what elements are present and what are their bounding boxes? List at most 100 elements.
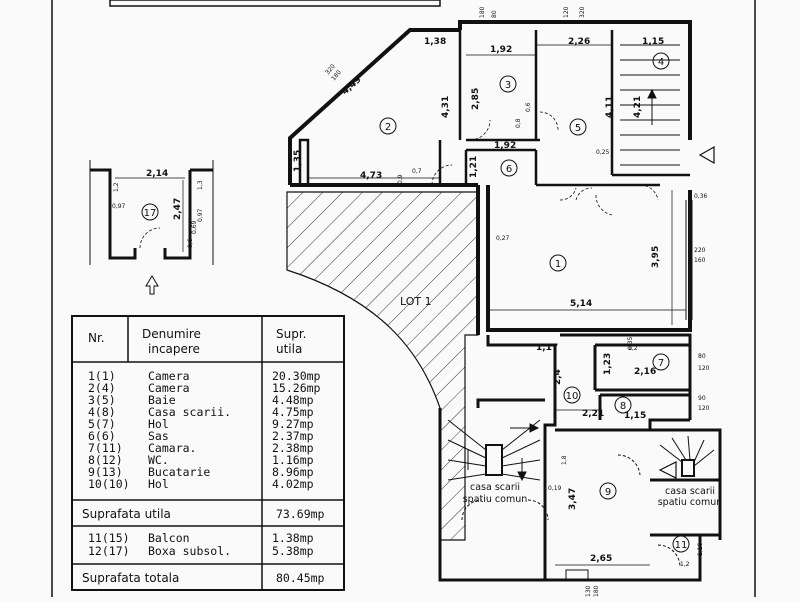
- interior-walls: [298, 30, 690, 187]
- boxa-dim-0-97-a: 0,97: [112, 203, 126, 210]
- left-stair-label-line2: spatiu comun: [463, 494, 528, 505]
- row-area: 8.96mp: [272, 465, 314, 479]
- boxa-dim-0-69: 0,69: [191, 220, 198, 234]
- dimension-lines: [308, 44, 686, 566]
- extra-row-area: 5.38mp: [272, 544, 314, 558]
- win-180-c: 180: [593, 585, 600, 597]
- dimension-labels: 1,38 4,49 4,31 1,35 4,73 0,7 0,9 1,92 2,…: [293, 6, 710, 597]
- room-numbers: 1 2 3 4 5 6 7 8 9 10 11 17: [144, 57, 688, 551]
- row-area: 2.38mp: [272, 441, 314, 455]
- dim-2-26: 2,26: [568, 37, 590, 47]
- row-nr: 2(4): [88, 381, 116, 395]
- row-area: 2.37mp: [272, 429, 314, 443]
- win-130-b: 130: [585, 585, 592, 597]
- row-nr: 9(13): [88, 465, 123, 479]
- room-number-5: 5: [575, 123, 581, 134]
- dim-2-21: 2,21: [582, 409, 604, 419]
- room-number-11: 11: [675, 540, 688, 551]
- boxa-dim-1-2: 1,2: [113, 182, 120, 192]
- dim-1-17: 1,17: [536, 343, 558, 353]
- row-nr: 3(5): [88, 393, 116, 407]
- row-name: Hol: [148, 477, 169, 491]
- dim-1-21: 1,21: [469, 156, 479, 178]
- room-markers: [141, 52, 690, 553]
- dim-2-16: 2,16: [634, 367, 656, 377]
- right-stair: [658, 435, 715, 479]
- dim-120-b: 120: [698, 405, 710, 412]
- suprafata-utila-label: Suprafata utila: [82, 507, 171, 521]
- room-number-3: 3: [505, 80, 511, 91]
- dim-1-16: 1,16: [697, 542, 704, 556]
- dim-90: 90: [698, 395, 706, 402]
- dim-1-92-top: 1,92: [490, 45, 512, 55]
- boxa-dim-0-6: 0,6: [187, 238, 194, 248]
- boxa-dim-2-47: 2,47: [173, 198, 183, 220]
- row-nr: 4(8): [88, 405, 116, 419]
- header-nr: Nr.: [88, 331, 105, 345]
- row-name: Casa scarii.: [148, 405, 231, 419]
- dim-0-8: 0,8: [515, 118, 522, 128]
- left-stair: [447, 419, 549, 521]
- suprafata-totala-value: 80.45mp: [276, 571, 325, 585]
- sheet-frame: [51, 0, 756, 597]
- header-denumire: Denumire: [142, 327, 201, 341]
- dim-3-47: 3,47: [568, 488, 578, 510]
- dim-0-35: 0,35: [627, 336, 634, 350]
- dim-80: 80: [698, 353, 706, 360]
- win-120: 120: [563, 6, 570, 18]
- dim-0-6: 0,6: [525, 102, 532, 112]
- lot-1-hatched-area: [286, 191, 479, 541]
- area-table-headers: Nr. Denumire incapere Supr. utila: [88, 327, 307, 356]
- dim-0-7: 0,7: [412, 168, 422, 175]
- dim-0-9: 0,9: [397, 174, 404, 184]
- suprafata-utila-value: 73.69mp: [276, 507, 325, 521]
- dim-1-92-sas: 1,92: [494, 141, 516, 151]
- boxa-17-detail: [89, 160, 214, 295]
- dim-0-27: 0,27: [496, 235, 510, 242]
- dim-4-49: 4,49: [340, 75, 363, 97]
- extra-row-area: 1.38mp: [272, 531, 314, 545]
- win-80: 80: [491, 10, 498, 18]
- room-number-8: 8: [620, 401, 626, 412]
- stair-room-4: [620, 44, 680, 166]
- dim-1-2-balcon: 1,2: [680, 561, 690, 568]
- suprafata-totala-label: Suprafata totala: [82, 571, 179, 585]
- row-area: 4.02mp: [272, 477, 314, 491]
- extra-row-name: Boxa subsol.: [148, 544, 231, 558]
- win-180-b: 180: [479, 6, 486, 18]
- room-1-window: [685, 200, 693, 320]
- dim-1-35: 1,35: [293, 150, 303, 172]
- dim-1-15-wc: 1,15: [624, 411, 646, 421]
- right-stair-label-line1: casa scarii: [665, 486, 715, 497]
- left-stair-label-line1: casa scarii: [470, 482, 520, 493]
- dim-120-a: 120: [698, 365, 710, 372]
- room-number-9: 9: [605, 487, 611, 498]
- dim-0-36: 0,36: [694, 193, 708, 200]
- right-stair-label-line2: spatiu comun: [658, 497, 723, 508]
- extra-row-name: Balcon: [148, 531, 190, 545]
- header-supr: Supr.: [276, 327, 307, 341]
- boxa-17-dimensions: 2,14 2,47 1,2 1,3 0,97 0,97 0,6 0,69: [112, 169, 204, 248]
- row-area: 20.30mp: [272, 369, 321, 383]
- win-320-b: 320: [579, 6, 586, 18]
- lot-1-label: LOT 1: [400, 295, 432, 308]
- row-nr: 6(6): [88, 429, 116, 443]
- room-number-17: 17: [144, 208, 157, 219]
- row-nr: 5(7): [88, 417, 116, 431]
- row-nr: 7(11): [88, 441, 123, 455]
- room-number-10: 10: [566, 391, 579, 402]
- room-number-7: 7: [658, 358, 664, 369]
- row-name: WC.: [148, 453, 169, 467]
- row-nr: 1(1): [88, 369, 116, 383]
- room-number-6: 6: [506, 164, 512, 175]
- dim-1-2-camara: 1,2: [628, 345, 638, 352]
- entrance-arrow-icon: [698, 145, 715, 165]
- balcony-11: [565, 454, 681, 581]
- dim-4-31: 4,31: [441, 96, 451, 118]
- dim-0-19: 0,19: [548, 485, 562, 492]
- row-area: 4.48mp: [272, 393, 314, 407]
- dim-1-38: 1,38: [424, 37, 446, 47]
- row-area: 4.75mp: [272, 405, 314, 419]
